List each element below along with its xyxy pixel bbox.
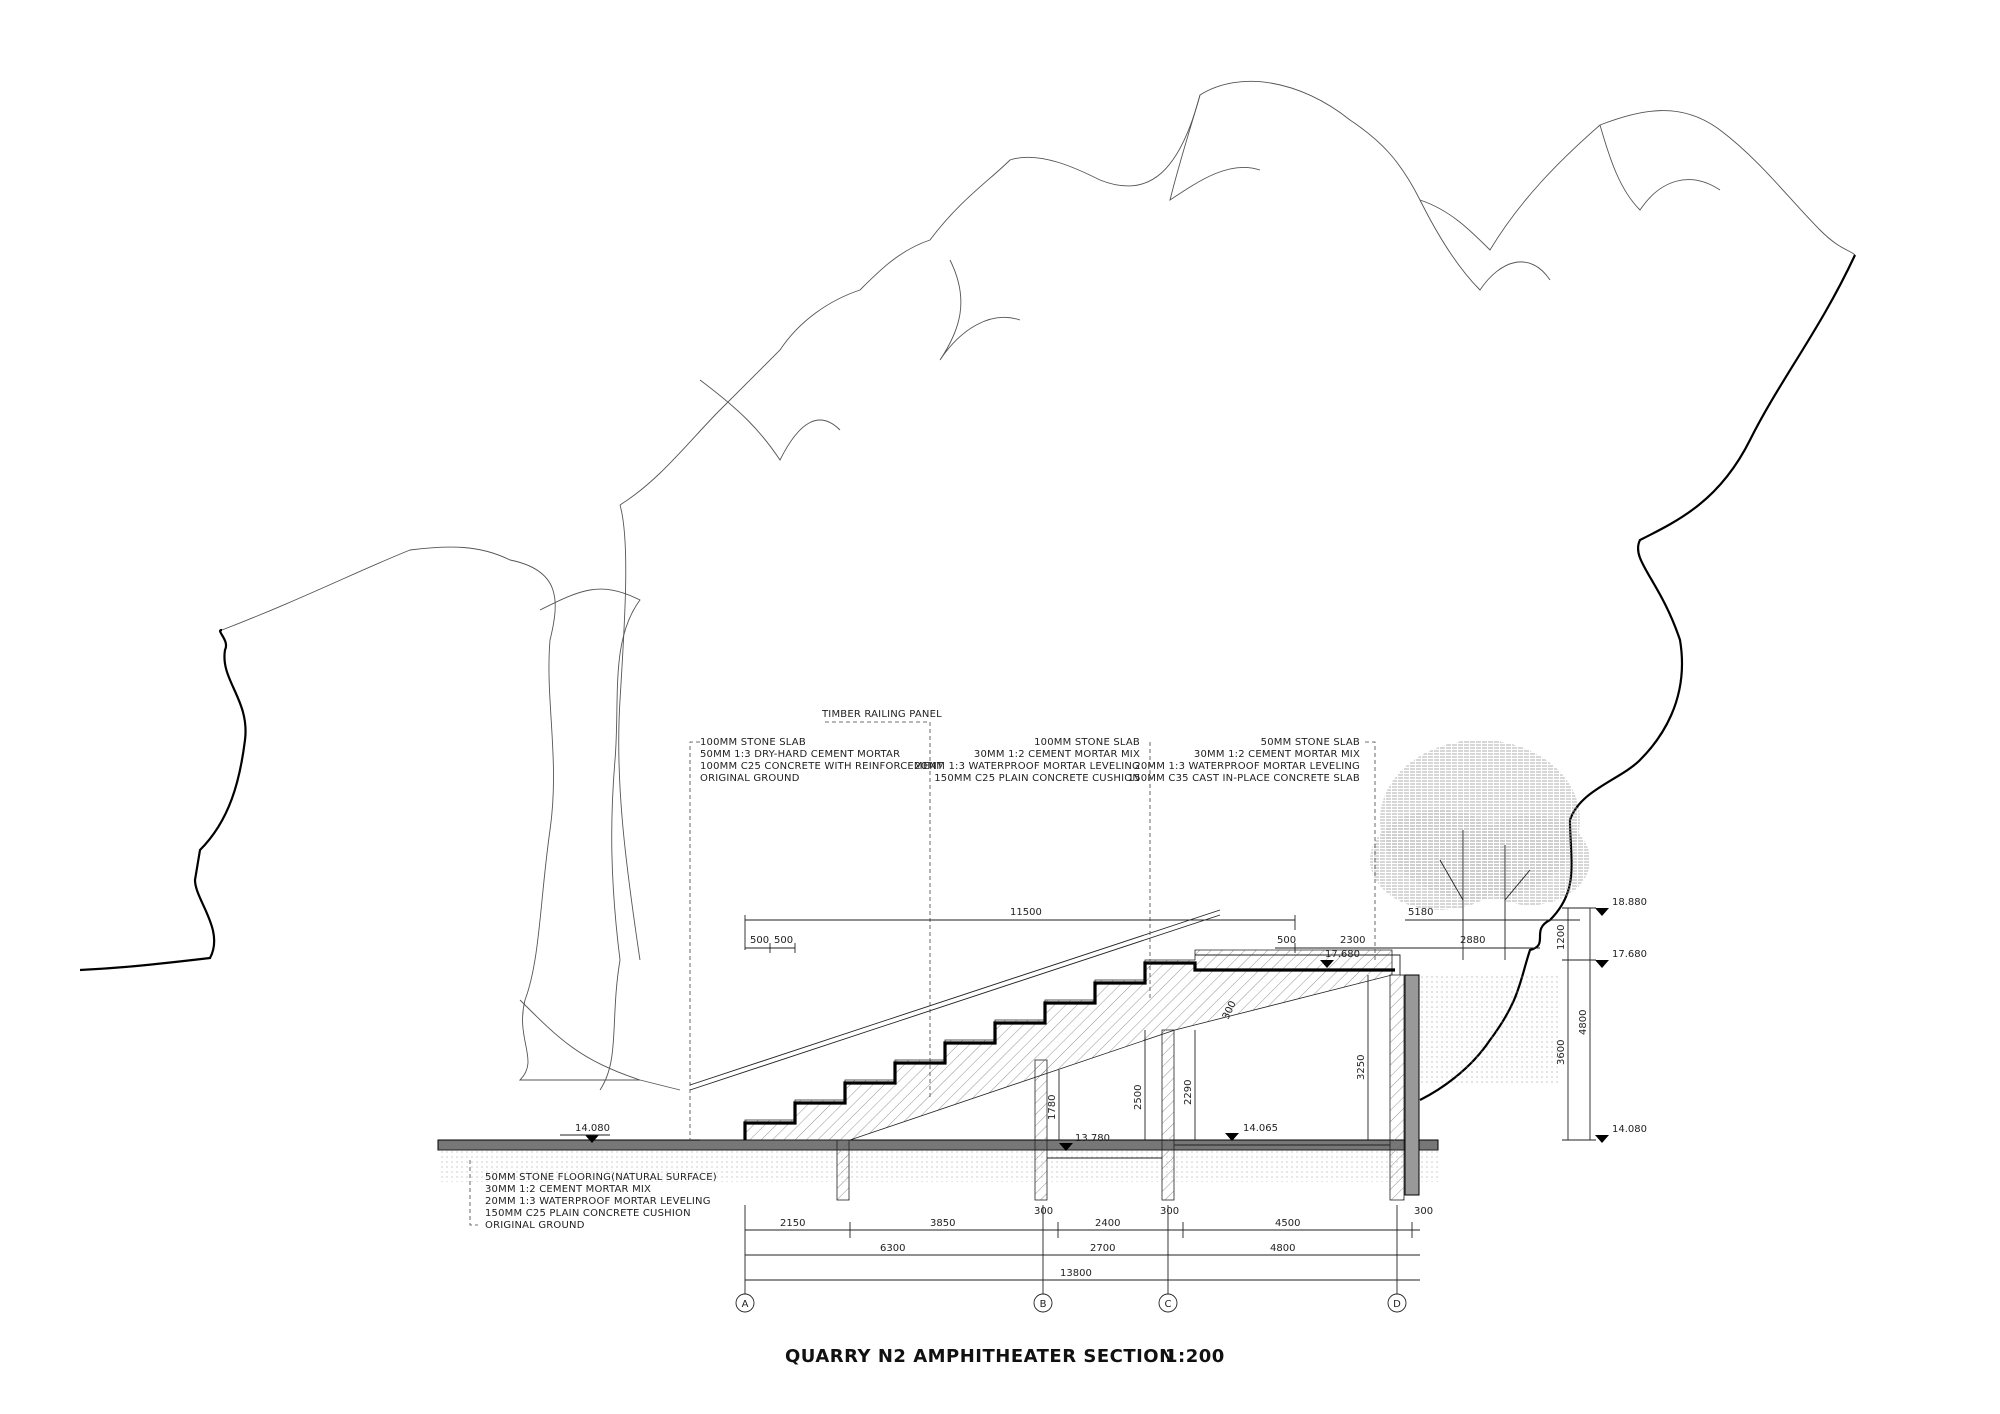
dim-landing: 2300 xyxy=(1340,935,1365,946)
note-ground-3: 20MM 1:3 WATERPROOF MORTAR LEVELING xyxy=(485,1196,711,1207)
note-left-4: ORIGINAL GROUND xyxy=(700,773,800,784)
note-left-2: 50MM 1:3 DRY-HARD CEMENT MORTAR xyxy=(700,749,900,760)
note-ground: 50MM STONE FLOORING(NATURAL SURFACE) 30M… xyxy=(485,1172,717,1231)
dim-right-gap: 5180 xyxy=(1408,907,1433,918)
axis-markers: A B C D xyxy=(735,1293,1407,1313)
scale-text: 1:200 xyxy=(1165,1346,1225,1367)
cliff-outline xyxy=(79,80,1856,1101)
drawing-title: QUARRY N2 AMPHITHEATER SECTION 1:200 xyxy=(785,1346,1225,1367)
note-left-stair: 100MM STONE SLAB 50MM 1:3 DRY-HARD CEMEN… xyxy=(700,737,944,784)
note-mid-2: 30MM 1:2 CEMENT MORTAR MIX xyxy=(974,749,1140,760)
title-text: QUARRY N2 AMPHITHEATER SECTION xyxy=(785,1346,1175,1367)
note-ground-2: 30MM 1:2 CEMENT MORTAR MIX xyxy=(485,1184,651,1195)
dim-b1-3: 300 xyxy=(1034,1206,1053,1217)
level-floor-c: 14.065 xyxy=(1243,1123,1278,1134)
note-mid-4: 150MM C25 PLAIN CONCRETE CUSHION xyxy=(934,773,1140,784)
dim-b2-2: 2700 xyxy=(1090,1243,1115,1254)
dim-total: 13800 xyxy=(1060,1268,1092,1279)
note-ground-4: 150MM C25 PLAIN CONCRETE CUSHION xyxy=(485,1208,691,1219)
note-ground-1: 50MM STONE FLOORING(NATURAL SURFACE) xyxy=(485,1172,717,1183)
note-right-2: 30MM 1:2 CEMENT MORTAR MIX xyxy=(1194,749,1360,760)
note-ground-5: ORIGINAL GROUND xyxy=(485,1220,585,1231)
axis-c: C xyxy=(1165,1299,1172,1310)
dim-b1-6: 4500 xyxy=(1275,1218,1300,1229)
note-right-4: 150MM C35 CAST IN-PLACE CONCRETE SLAB xyxy=(1128,773,1360,784)
dim-right-gap2: 2880 xyxy=(1460,935,1485,946)
level-right-bottom: 14.080 xyxy=(1612,1124,1647,1135)
level-ground: 14.080 xyxy=(575,1123,610,1134)
level-top: 17.680 xyxy=(1325,949,1360,960)
dim-r3: 4800 xyxy=(1578,1010,1589,1035)
note-right-1: 50MM STONE SLAB xyxy=(1261,737,1360,748)
timber-railing xyxy=(689,909,1221,1091)
dim-h3: 2290 xyxy=(1183,1080,1194,1105)
dim-h1: 1780 xyxy=(1047,1095,1058,1120)
dim-d1: 500 xyxy=(750,935,769,946)
note-left-3: 100MM C25 CONCRETE WITH REINFORCEMENT xyxy=(700,761,944,772)
dim-b2-3: 4800 xyxy=(1270,1243,1295,1254)
note-right-3: 20MM 1:3 WATERPROOF MORTAR LEVELING xyxy=(1134,761,1360,772)
dim-h4: 3250 xyxy=(1356,1055,1367,1080)
note-leaders xyxy=(469,721,1376,1226)
note-left-1: 100MM STONE SLAB xyxy=(700,737,806,748)
dim-b1-4: 2400 xyxy=(1095,1218,1120,1229)
stair-seating xyxy=(700,949,1401,1141)
dim-r2: 3600 xyxy=(1556,1040,1567,1065)
dim-span: 11500 xyxy=(1010,907,1042,918)
note-middle: 100MM STONE SLAB 30MM 1:2 CEMENT MORTAR … xyxy=(914,737,1140,784)
level-floor-b: 13.780 xyxy=(1075,1133,1110,1144)
columns xyxy=(836,974,1405,1201)
bottom-dimensions: 2150 3850 300 2400 300 4500 300 6300 270… xyxy=(744,1205,1433,1295)
dim-step: 500 xyxy=(1277,935,1296,946)
dim-b2-1: 6300 xyxy=(880,1243,905,1254)
top-dimensions: 11500 500 500 500 2300 5180 2880 xyxy=(744,907,1580,953)
dim-h2: 2500 xyxy=(1133,1085,1144,1110)
railing-label: TIMBER RAILING PANEL xyxy=(821,709,942,720)
note-mid-1: 100MM STONE SLAB xyxy=(1034,737,1140,748)
note-mid-3: 20MM 1:3 WATERPROOF MORTAR LEVELING xyxy=(914,761,1140,772)
axis-b: B xyxy=(1040,1299,1047,1310)
ground-slab xyxy=(437,974,1559,1196)
level-markers: 14.080 13.780 14.065 17.680 18.880 17.68… xyxy=(560,897,1647,1151)
dim-d2: 500 xyxy=(774,935,793,946)
dim-b1-1: 2150 xyxy=(780,1218,805,1229)
level-right-mid: 17.680 xyxy=(1612,949,1647,960)
axis-d: D xyxy=(1393,1299,1401,1310)
dim-b1-7: 300 xyxy=(1414,1206,1433,1217)
note-right: 50MM STONE SLAB 30MM 1:2 CEMENT MORTAR M… xyxy=(1128,737,1360,784)
dim-r1: 1200 xyxy=(1556,925,1567,950)
dim-b1-5: 300 xyxy=(1160,1206,1179,1217)
axis-a: A xyxy=(742,1299,749,1310)
tree xyxy=(1370,740,1590,960)
level-right-top: 18.880 xyxy=(1612,897,1647,908)
dim-b1-2: 3850 xyxy=(930,1218,955,1229)
